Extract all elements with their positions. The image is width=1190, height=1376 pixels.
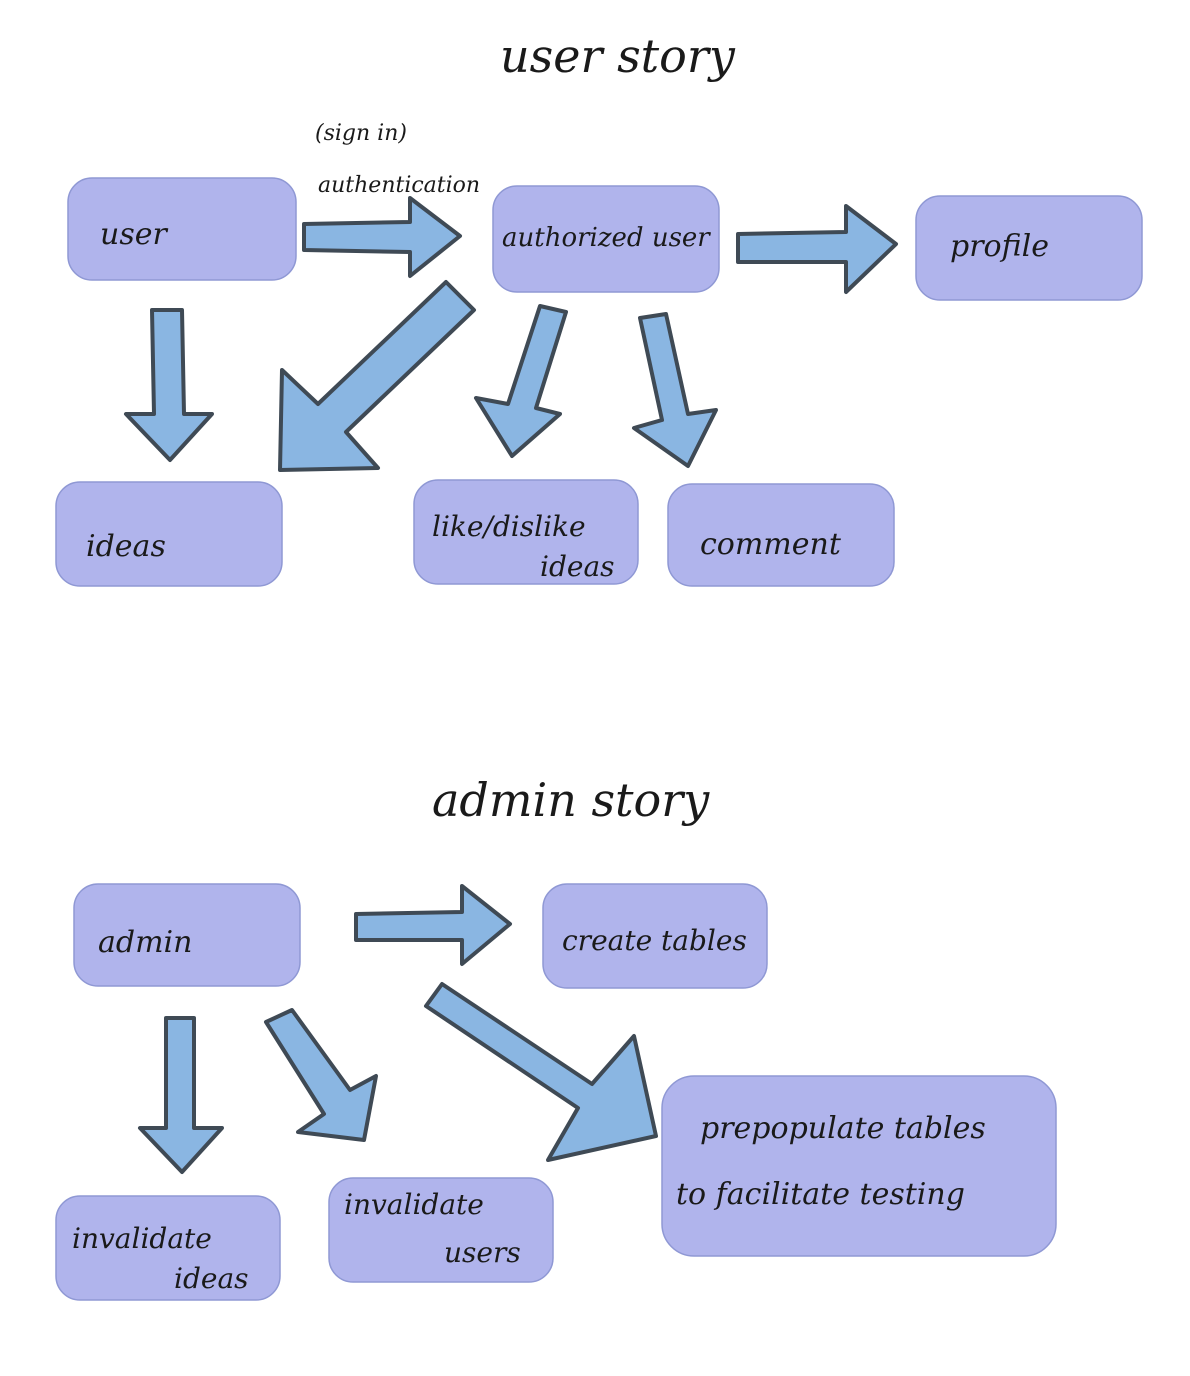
- node-comment-box: [667, 483, 895, 587]
- node-ideas-label: ideas: [86, 529, 166, 564]
- node-invalidate-ideas-box: [55, 1195, 281, 1301]
- node-prepopulate-tables: prepopulate tables to facilitate testing: [661, 1075, 1057, 1257]
- arrow-admin-to-create-tables: [354, 884, 512, 966]
- node-profile-label: profile: [950, 229, 1049, 264]
- node-ideas: ideas: [55, 481, 283, 587]
- arrow-authorized-to-like-dislike: [474, 304, 568, 458]
- node-create-tables: create tables: [542, 883, 768, 989]
- node-create-tables-label: create tables: [562, 924, 747, 957]
- node-admin-box: [73, 883, 301, 987]
- node-invalidate-users-box: [328, 1177, 554, 1283]
- auth-note-sign-in: (sign in): [315, 121, 407, 146]
- node-authorized-user-box: [492, 185, 720, 293]
- node-admin-label: admin: [98, 925, 192, 960]
- arrow-user-to-authorized: [302, 196, 462, 278]
- node-like-dislike-ideas: like/dislike ideas: [413, 479, 639, 585]
- node-authorized-user: authorized user: [492, 185, 720, 293]
- arrow-admin-to-invalidate-ideas: [138, 1016, 224, 1174]
- node-invalidate-users-label-line1: invalidate: [344, 1188, 484, 1221]
- node-profile: profile: [915, 195, 1143, 301]
- user-story-title: user story: [500, 29, 736, 83]
- auth-note-authentication: authentication: [318, 173, 480, 198]
- arrow-authorized-to-profile: [736, 204, 898, 294]
- node-prepopulate-box: [661, 1075, 1057, 1257]
- node-profile-box: [915, 195, 1143, 301]
- arrow-admin-to-prepopulate: [424, 982, 658, 1162]
- node-user-label: user: [100, 217, 168, 252]
- node-invalidate-users: invalidate users: [328, 1177, 554, 1283]
- node-invalidate-ideas-label-line1: invalidate: [72, 1222, 212, 1255]
- arrow-admin-to-invalidate-users: [264, 1008, 378, 1142]
- node-prepopulate-label-line2: to facilitate testing: [676, 1177, 965, 1212]
- node-invalidate-ideas-label-line2: ideas: [174, 1262, 249, 1295]
- node-user: user: [67, 177, 297, 281]
- node-like-dislike-label-line2: ideas: [540, 550, 615, 583]
- node-create-tables-box: [542, 883, 768, 989]
- node-prepopulate-label-line1: prepopulate tables: [700, 1111, 986, 1146]
- node-like-dislike-box: [413, 479, 639, 585]
- arrow-user-to-ideas: [124, 308, 214, 462]
- node-invalidate-ideas: invalidate ideas: [55, 1195, 281, 1301]
- admin-story-title: admin story: [432, 773, 710, 827]
- node-admin: admin: [73, 883, 301, 987]
- node-invalidate-users-label-line2: users: [444, 1236, 521, 1269]
- node-authorized-user-label: authorized user: [502, 223, 711, 253]
- node-comment: comment: [667, 483, 895, 587]
- node-user-box: [67, 177, 297, 281]
- arrow-authorized-to-ideas: [278, 280, 476, 472]
- node-ideas-box: [55, 481, 283, 587]
- node-comment-label: comment: [700, 527, 842, 562]
- arrow-authorized-to-comment: [632, 312, 718, 468]
- node-like-dislike-label-line1: like/dislike: [432, 510, 586, 543]
